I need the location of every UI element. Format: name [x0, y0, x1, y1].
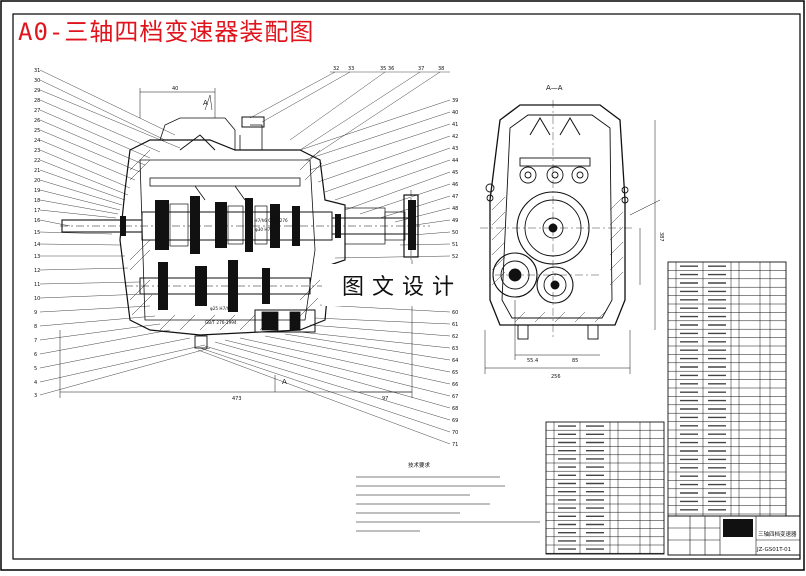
svg-text:42: 42: [452, 134, 458, 140]
svg-text:38: 38: [438, 66, 444, 72]
svg-text:6: 6: [34, 352, 37, 358]
svg-text:39: 39: [452, 98, 458, 104]
svg-text:10: 10: [34, 296, 40, 302]
svg-text:4: 4: [34, 380, 37, 386]
svg-text:67: 67: [452, 394, 458, 400]
parts-list-table: [667, 261, 787, 517]
svg-text:37: 37: [418, 66, 424, 72]
svg-text:30: 30: [34, 78, 40, 84]
svg-text:41: 41: [452, 122, 458, 128]
drawing-frame: [12, 13, 801, 560]
svg-text:65: 65: [452, 370, 458, 376]
part-numbers-left: 31 30 29 28 27 26 25 24 23 22 21 20 19 18 17 16 15 1…: [34, 68, 40, 399]
section-a-a-view: [480, 100, 635, 340]
svg-text:61: 61: [452, 322, 458, 328]
svg-text:20: 20: [34, 178, 40, 184]
svg-text:21: 21: [34, 168, 40, 174]
svg-text:60: 60: [452, 310, 458, 316]
svg-text:70: 70: [452, 430, 458, 436]
dim-overall-height: 387: [658, 232, 664, 242]
svg-text:23: 23: [34, 148, 40, 154]
drawing-number: JZ-GS01T-01: [756, 547, 791, 553]
dim-top: 40: [172, 86, 178, 92]
svg-text:28: 28: [34, 98, 40, 104]
svg-text:5: 5: [34, 366, 37, 372]
svg-text:71: 71: [452, 442, 458, 448]
svg-text:GB/T 276-1994: GB/T 276-1994: [205, 320, 237, 325]
svg-text:13: 13: [34, 254, 40, 260]
svg-text:φ25 H7/h6: φ25 H7/h6: [210, 306, 232, 311]
section-mark-top: A: [203, 99, 208, 107]
dimensions-main: [59, 88, 413, 398]
svg-text:45: 45: [452, 170, 458, 176]
tech-requirements-lines: [356, 476, 540, 532]
svg-text:47: 47: [452, 194, 458, 200]
svg-text:9: 9: [34, 310, 37, 316]
leader-lines-top: [249, 71, 450, 159]
dim-section-width: 256: [551, 374, 561, 380]
svg-text:63: 63: [452, 346, 458, 352]
svg-text:14: 14: [34, 242, 40, 248]
drawing-title: A0-三轴四档变速器装配图: [18, 18, 315, 46]
dim-overall-length: 473: [232, 396, 242, 402]
title-block-name: 三轴四档变速器: [758, 530, 797, 538]
svg-text:44: 44: [452, 158, 458, 164]
svg-text:51: 51: [452, 242, 458, 248]
part-numbers-top: 32 33 35 36 37 38: [333, 66, 444, 72]
svg-text:16: 16: [34, 218, 40, 224]
svg-text:66: 66: [452, 382, 458, 388]
svg-text:φ30 H7/k6: φ30 H7/k6: [255, 227, 277, 232]
main-section-view: φ35 H7/h6 GB/T 276 φ30 H7/k6 φ25 H7/h6 G…: [60, 116, 430, 349]
svg-text:11: 11: [34, 282, 40, 288]
svg-text:25: 25: [34, 128, 40, 134]
svg-text:33: 33: [348, 66, 354, 72]
svg-text:12: 12: [34, 268, 40, 274]
svg-text:15: 15: [34, 230, 40, 236]
watermark-label: 图文设计: [322, 264, 482, 306]
svg-text:68: 68: [452, 406, 458, 412]
svg-text:69: 69: [452, 418, 458, 424]
dim-rear-length: 97: [382, 396, 388, 402]
svg-text:31: 31: [34, 68, 40, 74]
svg-text:43: 43: [452, 146, 458, 152]
svg-text:50: 50: [452, 230, 458, 236]
tech-requirements-heading: 技术要求: [408, 461, 431, 469]
svg-text:40: 40: [452, 110, 458, 116]
svg-text:7: 7: [34, 338, 37, 344]
svg-text:27: 27: [34, 108, 40, 114]
svg-text:52: 52: [452, 254, 458, 260]
section-mark-bottom: A: [282, 378, 287, 386]
svg-text:22: 22: [34, 158, 40, 164]
dimensions-section: [484, 120, 661, 374]
svg-text:35 36: 35 36: [380, 66, 394, 72]
svg-text:32: 32: [333, 66, 339, 72]
svg-text:φ35 H7/h6 GB/T 276: φ35 H7/h6 GB/T 276: [245, 218, 288, 223]
title-block: [667, 515, 801, 556]
svg-text:46: 46: [452, 182, 458, 188]
svg-text:24: 24: [34, 138, 40, 144]
svg-text:48: 48: [452, 206, 458, 212]
dim-center-distance: 85: [572, 358, 578, 364]
svg-text:17: 17: [34, 208, 40, 214]
dim-shaft-offset: 55.4: [527, 358, 538, 364]
svg-text:62: 62: [452, 334, 458, 340]
svg-text:29: 29: [34, 88, 40, 94]
section-a-a-label: A—A: [546, 84, 563, 92]
svg-text:8: 8: [34, 324, 37, 330]
svg-text:19: 19: [34, 188, 40, 194]
svg-text:18: 18: [34, 198, 40, 204]
svg-text:3: 3: [34, 393, 37, 399]
svg-text:49: 49: [452, 218, 458, 224]
svg-text:64: 64: [452, 358, 458, 364]
leader-lines-right: [197, 99, 451, 445]
parts-list-table-lower: [545, 421, 665, 555]
svg-text:26: 26: [34, 118, 40, 124]
